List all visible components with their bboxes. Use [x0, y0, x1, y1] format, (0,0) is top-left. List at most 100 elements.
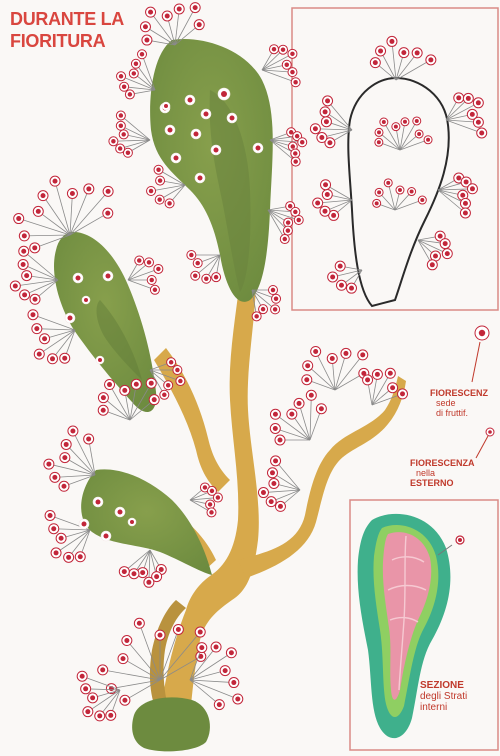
- sorus-dot-core: [54, 550, 59, 555]
- sorus-dot-core: [32, 245, 37, 250]
- sorus-dot-core: [80, 674, 85, 679]
- sorus-dot-core: [394, 125, 398, 129]
- sorus-dot-core: [22, 233, 27, 238]
- sorus-dot-core: [21, 262, 26, 267]
- sorus-dot-core: [52, 475, 57, 480]
- sorus-dot-core: [476, 100, 481, 105]
- sorus-dot-core: [382, 120, 386, 124]
- sorus-dot-core: [176, 627, 181, 632]
- sorus-dot-core: [214, 645, 219, 650]
- frond-spot-core: [221, 91, 227, 97]
- sorus-dot-core: [403, 120, 407, 124]
- sorus-hair: [70, 193, 72, 235]
- sorus-hair: [190, 680, 234, 683]
- frond-spot-core: [68, 316, 73, 321]
- outline-tufts: [310, 36, 486, 293]
- sorus-dot-core: [375, 372, 380, 377]
- lower-frond: [81, 469, 212, 575]
- sorus-dot-core: [293, 80, 298, 85]
- sorus-hair: [55, 181, 70, 235]
- sorus-dot-core: [128, 92, 133, 97]
- sorus-dot-core: [134, 382, 139, 387]
- sorus-dot-core: [203, 485, 208, 490]
- sorus-dot-core: [305, 363, 310, 368]
- sorus-dot-core: [140, 52, 145, 57]
- sorus-dot-core: [283, 237, 288, 242]
- sorus-dot-core: [157, 197, 162, 202]
- sorus-dot-core: [105, 211, 110, 216]
- frond-spot-core: [174, 156, 179, 161]
- sorus-dot-core: [330, 356, 335, 361]
- sorus-hair: [113, 140, 150, 141]
- sorus-dot-core: [214, 275, 219, 280]
- sorus-dot-core: [304, 377, 309, 382]
- sorus-dot-core: [41, 193, 46, 198]
- frond-spot-core: [82, 522, 87, 527]
- sorus-dot-core: [223, 668, 228, 673]
- sorus-dot-core: [100, 667, 105, 672]
- sorus-dot-core: [156, 267, 161, 272]
- fiorescenza-label-sub1: sede: [430, 398, 488, 408]
- sorus-dot-core: [34, 326, 39, 331]
- fiorescenza-esterno-label: FIORESCENZA nella ESTERNO: [410, 458, 475, 488]
- sorus-dot-core: [463, 201, 468, 206]
- sorus-hair: [299, 403, 310, 440]
- sorus-dot-core: [101, 408, 106, 413]
- sorus-dot-core: [33, 297, 38, 302]
- sorus-dot-core: [166, 383, 171, 388]
- sorus-dot-core: [291, 144, 296, 149]
- sorus-dot-core: [463, 211, 468, 216]
- sorus-dot-core: [62, 455, 67, 460]
- sorus-dot-core: [456, 176, 461, 181]
- frond-spot-core: [130, 520, 134, 524]
- frond-spot-core: [214, 148, 219, 153]
- sorus-dot-core: [349, 286, 354, 291]
- sorus-dot-core: [111, 139, 116, 144]
- sorus-dot-core: [271, 288, 276, 293]
- sorus-dot-core: [162, 393, 167, 398]
- sorus-dot-core: [64, 442, 69, 447]
- sorus-dot-core: [199, 645, 204, 650]
- sorus-dot-core: [140, 570, 145, 575]
- sorus-dot-core: [217, 702, 222, 707]
- sorus-dot-core: [456, 95, 461, 100]
- sorus-dot-core: [148, 10, 153, 15]
- sorus-dot-core: [293, 210, 298, 215]
- sorus-dot-core: [339, 283, 344, 288]
- sorus-dot-core: [193, 274, 198, 279]
- sorus-dot-core: [204, 276, 209, 281]
- sorus-dot-core: [30, 312, 35, 317]
- sorus-dot-core: [189, 253, 194, 258]
- sorus-dot-core: [390, 385, 395, 390]
- sorus-dot-core: [122, 388, 127, 393]
- sorus-dot-core: [177, 6, 182, 11]
- sorus-dot-core: [108, 713, 113, 718]
- sorus-dot-core: [208, 502, 213, 507]
- fiorescenza-esterno-main: FIORESCENZA: [410, 458, 475, 468]
- sorus-dot-core: [290, 52, 295, 57]
- sorus-dot-core: [149, 381, 154, 386]
- section-label: SEZIONE degli Strati interni: [420, 680, 494, 713]
- sorus-dot-core: [297, 401, 302, 406]
- sorus-dot-core: [400, 391, 405, 396]
- inset-outline-frame: [292, 8, 498, 310]
- sorus-dot-core: [288, 204, 293, 209]
- frond-spot-core: [168, 128, 173, 133]
- sorus-dot-core: [119, 124, 124, 128]
- frond-spot-core: [188, 98, 193, 103]
- diagram-title: DURANTE LA FIORITURA: [10, 8, 124, 52]
- sorus-dot-core: [420, 198, 424, 202]
- sorus-dot-core: [106, 189, 111, 194]
- fiorescenza-label-main: FIORESCENZ: [430, 388, 488, 398]
- title-line-1: DURANTE LA: [10, 8, 124, 30]
- section-label-line-2: degli Strati: [420, 691, 494, 702]
- sorus-dot-core: [16, 216, 21, 221]
- sorus-dot-core: [378, 48, 383, 53]
- sorus-dot-core: [443, 241, 448, 246]
- sorus-dot-core: [198, 630, 203, 635]
- sorus-hair: [37, 329, 75, 330]
- sorus-dot-core: [37, 352, 42, 357]
- outline-frond-drawing: [310, 36, 486, 306]
- sorus-dot-core: [209, 510, 214, 515]
- sorus-dot-core: [107, 382, 112, 387]
